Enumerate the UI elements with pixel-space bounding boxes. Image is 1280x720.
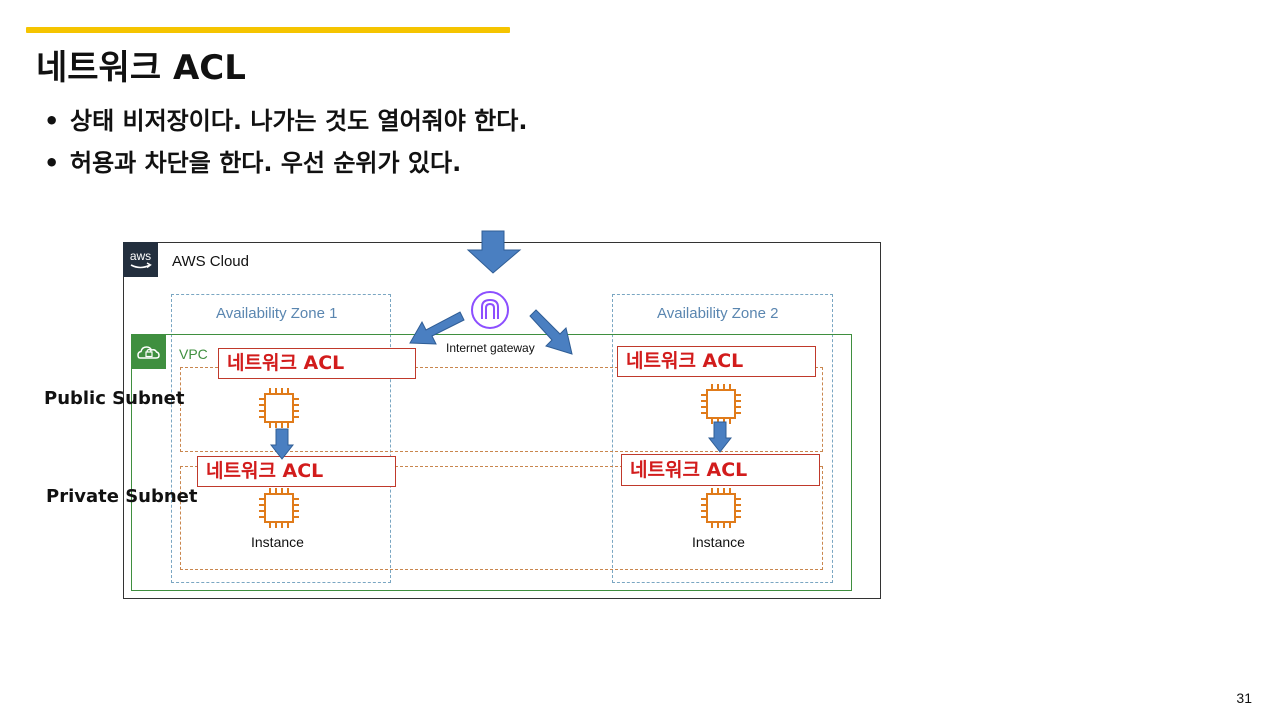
arrow-down-icon xyxy=(708,421,732,453)
ec2-instance-icon xyxy=(701,384,741,424)
vpc-lock-icon xyxy=(131,334,166,369)
arrow-down-icon xyxy=(466,230,522,274)
vpc-label: VPC xyxy=(179,346,208,362)
vpc-boundary xyxy=(131,334,852,591)
aws-cloud-label: AWS Cloud xyxy=(172,253,249,270)
bullet-item: • 상태 비저장이다. 나가는 것도 열어줘야 한다. xyxy=(44,100,527,142)
arrow-left-down-icon xyxy=(409,311,465,345)
internet-gateway-label: Internet gateway xyxy=(446,341,535,355)
bullet-text: 허용과 차단을 한다. 우선 순위가 있다. xyxy=(70,149,462,177)
ec2-instance-icon xyxy=(701,488,741,528)
private-subnet-boundary xyxy=(180,466,823,570)
bullet-dot: • xyxy=(44,107,60,135)
public-subnet-label: Public Subnet xyxy=(44,388,185,409)
availability-zone-2 xyxy=(612,294,833,583)
ec2-instance-icon xyxy=(259,488,299,528)
ec2-instance-icon xyxy=(259,388,299,428)
bullet-item: • 허용과 차단을 한다. 우선 순위가 있다. xyxy=(44,142,527,184)
public-subnet-boundary xyxy=(180,367,823,452)
title-accent-bar xyxy=(26,27,510,33)
private-subnet-label: Private Subnet xyxy=(46,486,198,507)
aws-logo-text: aws xyxy=(130,249,151,263)
availability-zone-1 xyxy=(171,294,391,583)
network-acl-label: 네트워크 ACL xyxy=(197,456,396,487)
internet-gateway-icon xyxy=(471,291,509,329)
bullet-dot: • xyxy=(44,149,60,177)
instance-label: Instance xyxy=(692,534,745,550)
arrow-down-icon xyxy=(270,428,294,460)
bullet-text: 상태 비저장이다. 나가는 것도 열어줘야 한다. xyxy=(70,107,528,135)
availability-zone-2-label: Availability Zone 2 xyxy=(657,305,779,322)
network-acl-label: 네트워크 ACL xyxy=(218,348,416,379)
availability-zone-1-label: Availability Zone 1 xyxy=(216,305,338,322)
network-acl-label: 네트워크 ACL xyxy=(621,454,820,486)
instance-label: Instance xyxy=(251,534,304,550)
page-number: 31 xyxy=(1236,690,1252,706)
arrow-right-down-icon xyxy=(529,309,573,355)
network-acl-label: 네트워크 ACL xyxy=(617,346,816,377)
aws-logo-icon: aws xyxy=(123,242,158,277)
slide-title: 네트워크 ACL xyxy=(36,48,246,88)
bullet-list: • 상태 비저장이다. 나가는 것도 열어줘야 한다. • 허용과 차단을 한다… xyxy=(44,100,527,184)
